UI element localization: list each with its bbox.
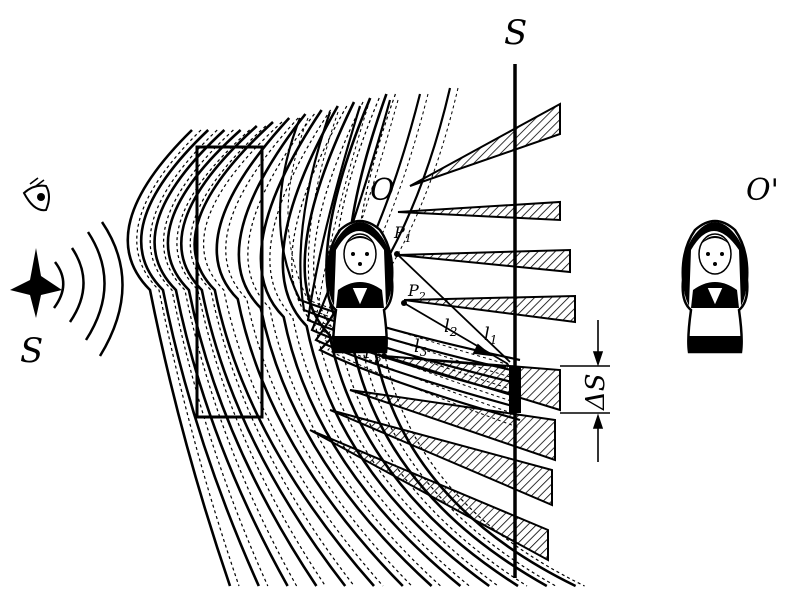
- wavefront-band-outer: [140, 129, 260, 587]
- point-p1-label: P1: [393, 223, 412, 245]
- wavefront-band-outer: [126, 129, 232, 587]
- wavefront-band-outer: [237, 113, 433, 587]
- wavefront-band-outer: [215, 117, 404, 587]
- wavefront-band-outer: [179, 125, 347, 587]
- converging-band-dashed: [323, 93, 521, 417]
- converging-band-dashed: [287, 117, 521, 369]
- converging-band-dashed: [319, 99, 521, 405]
- wavefront-band-outer: [303, 101, 519, 588]
- eye-icon: [22, 177, 50, 212]
- vector-l2: [403, 302, 509, 365]
- wave-wedge: [397, 200, 561, 222]
- hologram-plate: [195, 145, 264, 419]
- object-label: O: [370, 173, 395, 208]
- converging-band: [314, 93, 521, 410]
- wavefront-band-dashed: [203, 121, 384, 587]
- vector-l1: [396, 253, 511, 363]
- wavefront-band-outer: [193, 121, 375, 587]
- vector-l1-label: l1: [484, 324, 497, 347]
- vector-l2-arrowhead: [472, 343, 493, 357]
- wavefront-band-dashed: [149, 129, 269, 587]
- wavefront-band-dashed: [176, 129, 326, 587]
- converging-band: [310, 99, 521, 398]
- screen-label: S: [504, 13, 527, 53]
- vector-l2-label: l2: [444, 316, 457, 339]
- wavefront-band-outer: [281, 105, 490, 588]
- vector-l3: [383, 355, 507, 368]
- wavefront-band-outer: [166, 129, 318, 587]
- wave-wedge: [397, 248, 571, 274]
- wave-wedge: [383, 355, 561, 412]
- wavefront-band-dashed: [269, 109, 470, 587]
- delta-s-dimension: [560, 320, 610, 462]
- image-label: O': [746, 173, 779, 208]
- wave-wedges: [309, 102, 576, 562]
- wavefront-band-dashed: [189, 125, 355, 587]
- vector-l3-label: l3: [414, 336, 428, 359]
- wave-wedge: [329, 409, 553, 507]
- wave-wedge: [349, 389, 556, 462]
- wavefront-band-dashed: [225, 117, 413, 587]
- wavefront-band-outer: [153, 129, 289, 587]
- wavefronts: [126, 87, 585, 588]
- matryoshka-image: [681, 219, 749, 354]
- light-source-icon: [10, 248, 62, 318]
- wave-wedge: [309, 429, 549, 562]
- wavefront-band-dashed: [247, 113, 442, 587]
- source-label: S: [20, 331, 43, 371]
- delta-s-label: ΔS: [581, 373, 611, 411]
- point-markers: [381, 251, 407, 359]
- point-p3-label: P3: [363, 343, 382, 365]
- wavefront-band-outer: [259, 109, 462, 588]
- wave-wedge: [409, 102, 561, 187]
- point-p2-label: P2: [407, 281, 426, 303]
- direction-vectors: [383, 253, 511, 368]
- matryoshka-object: [326, 219, 394, 354]
- source-wavefront-arcs: [52, 221, 124, 357]
- wavefront-band-dashed: [163, 129, 298, 587]
- converging-band: [278, 117, 521, 362]
- converging-band: [299, 111, 521, 374]
